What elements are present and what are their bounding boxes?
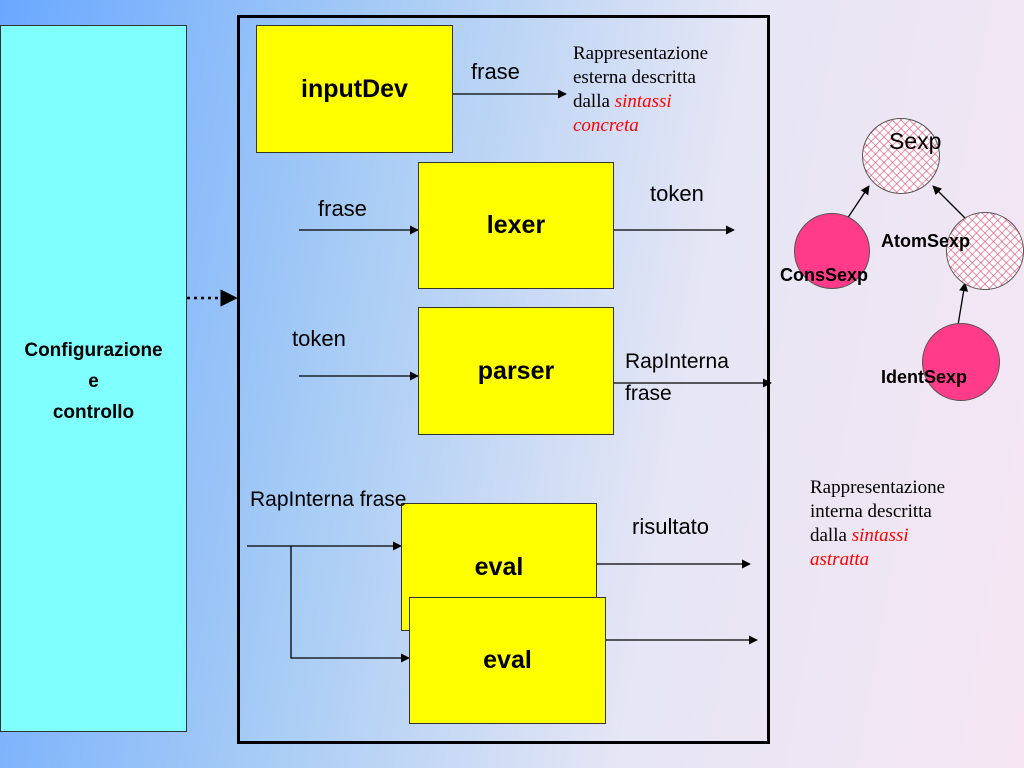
concrete-note-sintassi: sintassi [614,91,672,112]
eval-in-label: RapInterna frase [250,488,407,511]
abstract-note-line2: interna descritta [810,501,932,522]
eval-out-label: risultato [632,514,710,539]
config-label-line1: Configurazione [24,340,163,361]
sexp-node [862,118,940,194]
concrete-note-concreta: concreta [573,115,639,136]
eval-box-2: eval [409,597,606,724]
conssexp-node [794,213,870,289]
concrete-note-line2: esterna descritta [573,67,696,88]
abstract-syntax-note: Rappresentazione interna descritta dalla… [810,476,945,572]
inputdev-out-label: frase [471,59,520,84]
abstract-note-sintassi: sintassi [851,525,909,546]
identsexp-node [922,323,1000,401]
config-label: Configurazione e controllo [0,335,187,428]
parser-box: parser [418,307,614,435]
concrete-note-line3: dalla [573,91,615,112]
abstract-note-line3: dalla [810,525,852,546]
eval2-in-arrow [290,546,410,663]
abstract-note-line1: Rappresentazione [810,477,946,498]
identsexp-to-atomsexp-edge [957,282,969,326]
inputdev-box: inputDev [256,25,453,153]
identsexp-label: IdentSexp [881,367,968,387]
parser-out-label-2: frase [625,382,672,405]
atomsexp-node [946,212,1024,290]
atomsexp-to-sexp-edge [932,185,966,219]
concrete-note-line1: Rappresentazione [573,43,709,64]
config-label-line2: e [88,371,99,392]
lexer-in-label: frase [318,196,367,221]
config-panel [0,25,187,732]
parser-out-label-1: RapInterna [625,350,729,373]
conssexp-label: ConsSexp [780,265,869,285]
atomsexp-label: AtomSexp [881,231,971,251]
config-label-line3: controllo [52,402,135,423]
lexer-box: lexer [418,162,614,289]
concrete-syntax-note: Rappresentazione esterna descritta dalla… [573,42,708,138]
parser-in-label: token [292,326,346,351]
lexer-out-label: token [650,181,704,206]
sexp-label: Sexp [889,128,942,154]
abstract-note-astratta: astratta [810,549,870,570]
conssexp-to-sexp-edge [846,185,870,220]
